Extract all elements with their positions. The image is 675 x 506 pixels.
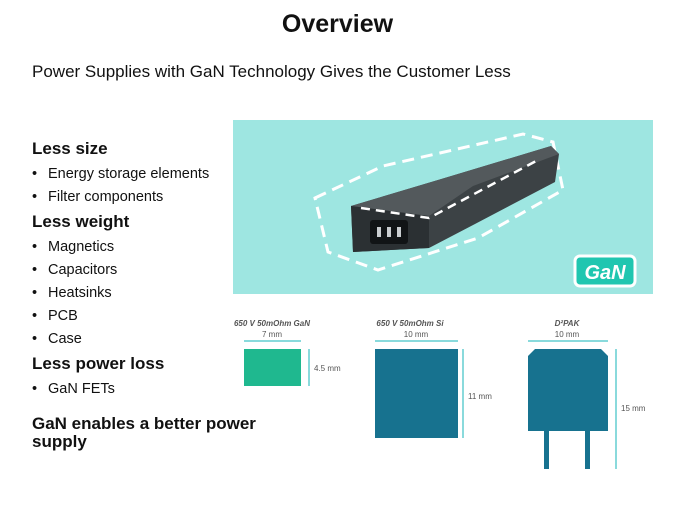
gan-logo: GaN <box>573 254 637 288</box>
height-dimension: 15 mm <box>621 404 646 413</box>
package-gan: 650 V 50mOhm GaN 7 mm 4.5 mm <box>234 319 341 386</box>
d2pak-lead <box>585 431 590 469</box>
section-less-weight: Less weight Magnetics Capacitors Heatsin… <box>32 211 302 351</box>
bullet-item: Filter components <box>32 186 302 209</box>
package-label: 650 V 50mOhm GaN <box>234 319 310 328</box>
conclusion-text: GaN enables a better power supply <box>32 414 256 451</box>
section-heading: Less power loss <box>32 354 165 373</box>
package-label: D²PAK <box>555 319 581 328</box>
package-si: 650 V 50mOhm Si 10 mm 11 mm <box>375 319 492 438</box>
bullet-item: GaN FETs <box>32 378 302 401</box>
benefits-list: Less size Energy storage elements Filter… <box>32 138 302 451</box>
package-d2pak: D²PAK 10 mm 15 mm <box>528 319 646 469</box>
slide-title: Overview <box>281 10 394 38</box>
gan-package-body <box>244 349 301 386</box>
section-heading: Less weight <box>32 212 130 231</box>
width-dimension: 10 mm <box>555 330 580 339</box>
section-heading: Less size <box>32 139 108 158</box>
size-outline <box>313 132 565 272</box>
section-less-size: Less size Energy storage elements Filter… <box>32 138 302 209</box>
bullet-item: PCB <box>32 305 302 328</box>
bullet-item: Magnetics <box>32 236 302 259</box>
section-less-power-loss: Less power loss GaN FETs <box>32 353 302 401</box>
power-supply-image: GaN <box>233 120 653 294</box>
si-package-body <box>375 349 458 438</box>
svg-text:GaN: GaN <box>584 262 626 284</box>
height-dimension: 4.5 mm <box>314 364 341 373</box>
bullet-item: Heatsinks <box>32 282 302 305</box>
height-dimension: 11 mm <box>468 392 492 401</box>
package-comparison-diagram: 650 V 50mOhm GaN 7 mm 4.5 mm 650 V 50mOh… <box>234 319 646 469</box>
width-dimension: 10 mm <box>404 330 429 339</box>
bullet-item: Energy storage elements <box>32 163 302 186</box>
bullet-item: Capacitors <box>32 259 302 282</box>
d2pak-lead <box>544 431 549 469</box>
bullet-item: Case <box>32 328 302 351</box>
width-dimension: 7 mm <box>262 330 282 339</box>
slide-subtitle: Power Supplies with GaN Technology Gives… <box>32 62 511 81</box>
d2pak-package-body <box>528 349 608 431</box>
package-label: 650 V 50mOhm Si <box>376 319 444 328</box>
